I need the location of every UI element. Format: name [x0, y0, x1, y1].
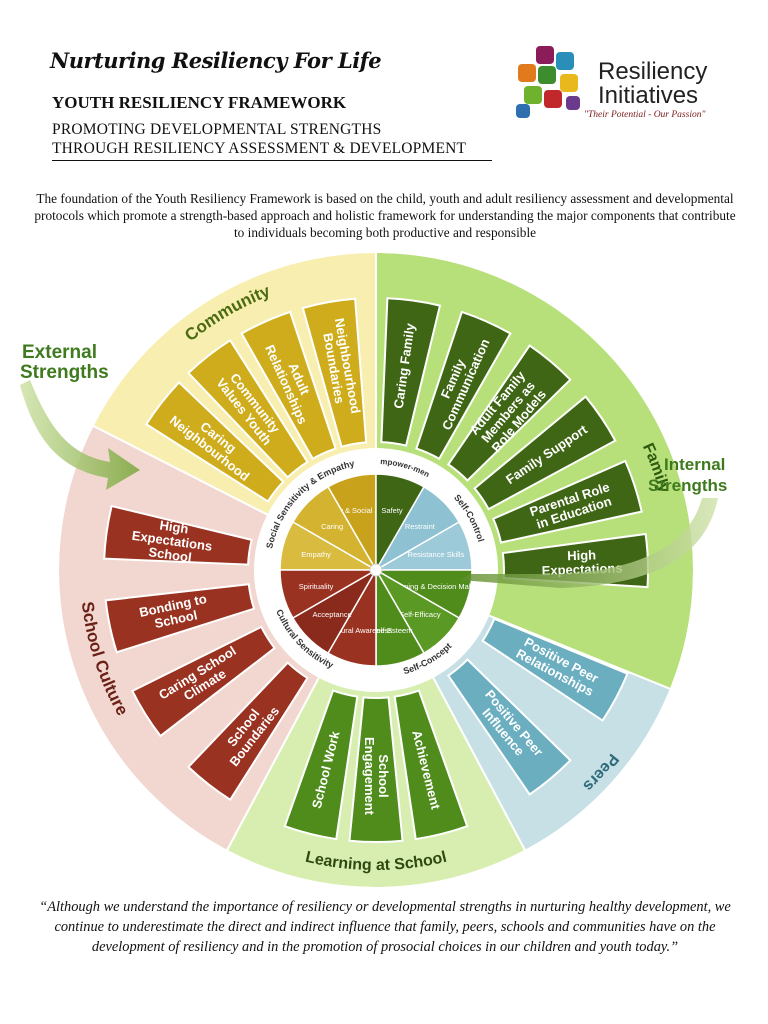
core-efficacy-label: Self-Efficacy	[399, 610, 441, 619]
core-restraint-label: Restraint	[405, 522, 436, 531]
page-title: Nurturing Resiliency For Life	[50, 48, 382, 73]
strength-spoke	[446, 344, 572, 482]
strength-spoke	[481, 617, 629, 722]
core-spirituality-label: Spirituality	[299, 582, 334, 591]
strength-label: SchoolEngagement	[362, 737, 391, 816]
core-planning-label: Planning & Decision Making	[389, 582, 482, 591]
strength-label-line: High	[159, 518, 190, 537]
logo-line-1: Resiliency	[598, 58, 708, 85]
core-spirituality	[279, 569, 379, 620]
core-equity-label: Equity & Social Justice	[322, 506, 398, 515]
intro-paragraph: The foundation of the Youth Resiliency F…	[34, 191, 736, 240]
internal-strengths-arrow: Internal Strengths	[460, 455, 727, 588]
strength-spoke	[301, 297, 368, 448]
core-hub	[369, 563, 383, 577]
header-rule	[52, 160, 492, 161]
core-empathy-label: Empathy	[301, 550, 331, 559]
strength-spoke	[348, 696, 404, 843]
tagline-line-1: PROMOTING DEVELOPMENTAL STRENGTHS	[52, 121, 382, 138]
strength-spoke	[446, 658, 572, 796]
core-acceptance-label: Acceptance	[313, 610, 352, 619]
strength-spoke	[187, 661, 309, 802]
core-safety-label: Safety	[381, 506, 403, 515]
external-strengths-arrow: External Strengths	[20, 342, 140, 490]
external-label-1: External	[22, 342, 97, 363]
framework-title: YOUTH RESILIENCY FRAMEWORK	[52, 93, 347, 112]
core-esteem-label: Self-Esteem	[372, 626, 413, 635]
core-caring-label: Caring	[321, 522, 343, 531]
closing-quote: “Although we understand the importance o…	[39, 899, 731, 955]
strength-spoke	[187, 338, 309, 479]
internal-label-1: Internal	[664, 455, 725, 474]
strength-label-line: Engagement	[362, 737, 377, 816]
strength-spoke	[131, 625, 276, 738]
strength-spoke	[491, 459, 643, 544]
logo-tagline: "Their Potential - Our Passion"	[584, 110, 706, 120]
tagline-line-2: THROUGH RESILIENCY ASSESSMENT & DEVELOPM…	[52, 140, 467, 157]
strength-label-line: School	[376, 754, 391, 797]
strength-spoke	[393, 689, 469, 841]
core-resistance-label: Resistance Skills	[408, 550, 465, 559]
strength-spoke	[240, 310, 337, 461]
strength-spoke	[144, 381, 285, 503]
external-label-2: Strengths	[20, 362, 109, 383]
resiliency-initiatives-logo: Resiliency Initiatives "Their Potential …	[510, 40, 730, 130]
strength-spoke	[380, 297, 442, 447]
core-cultural-awareness-label: Cultural Awareness	[328, 626, 393, 635]
strength-spoke	[415, 310, 512, 461]
strength-spoke	[103, 504, 253, 566]
internal-label-2: Strengths	[648, 476, 727, 495]
puzzle-logo-icon	[516, 46, 580, 118]
strength-spoke	[473, 395, 617, 511]
strength-spoke	[283, 689, 359, 841]
strength-label-line: High	[567, 547, 596, 563]
strength-label-line: School	[148, 544, 193, 565]
outer-rim	[57, 251, 695, 889]
strength-spoke	[104, 583, 256, 654]
logo-line-2: Initiatives	[598, 82, 699, 109]
